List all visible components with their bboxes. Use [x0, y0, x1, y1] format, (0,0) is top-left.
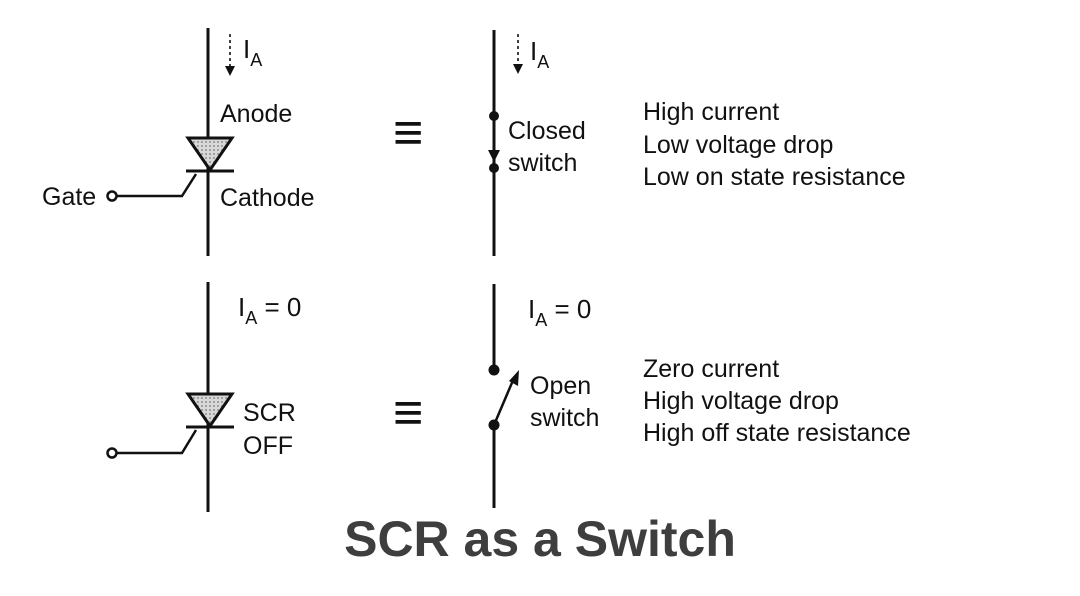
closed-switch-symbol — [488, 30, 500, 256]
open-switch-symbol — [488, 284, 519, 508]
closed-switch-label-line2: switch — [508, 149, 577, 177]
off-state-property-1: Zero current — [643, 355, 779, 383]
open-switch-contact-top — [488, 364, 500, 376]
top-right-current-arrow — [513, 34, 523, 74]
bottom-equivalence-symbol: ≡ — [393, 384, 423, 442]
on-state-property-1: High current — [643, 98, 779, 126]
bottom-left-current-label: IA = 0 — [238, 292, 301, 328]
top-equivalence-symbol: ≡ — [393, 104, 423, 162]
top-left-current-label: IA — [243, 34, 262, 70]
off-state-property-3: High off state resistance — [643, 419, 911, 447]
scr-label-line1: SCR — [243, 399, 296, 427]
open-switch-label-line1: Open — [530, 372, 591, 400]
open-switch-arrowhead — [509, 370, 519, 386]
top-gate-lead — [117, 173, 198, 198]
top-right-current-label: IA — [530, 36, 549, 72]
top-gate-terminal — [106, 190, 118, 202]
bottom-scr-triangle — [185, 392, 235, 429]
gate-label: Gate — [42, 183, 96, 211]
open-switch-blade — [492, 377, 516, 426]
closed-switch-contact-bottom — [489, 163, 499, 173]
on-state-property-3: Low on state resistance — [643, 163, 906, 191]
anode-label: Anode — [220, 100, 292, 128]
closed-switch-contact-top — [489, 111, 499, 121]
bottom-gate-terminal — [106, 447, 118, 459]
top-left-current-arrow — [225, 34, 235, 76]
cathode-label: Cathode — [220, 184, 315, 212]
bottom-right-current-label: IA = 0 — [528, 294, 591, 330]
off-state-property-2: High voltage drop — [643, 387, 839, 415]
page-title: SCR as a Switch — [344, 511, 736, 567]
top-scr-symbol — [106, 28, 235, 256]
open-switch-label-line2: switch — [530, 404, 599, 432]
bottom-gate-lead — [117, 429, 198, 455]
scr-label-line2: OFF — [243, 432, 293, 460]
closed-switch-arrow — [488, 150, 500, 162]
bottom-scr-symbol — [106, 282, 235, 512]
top-scr-triangle — [185, 136, 235, 173]
on-state-property-2: Low voltage drop — [643, 131, 833, 159]
closed-switch-label-line1: Closed — [508, 117, 586, 145]
